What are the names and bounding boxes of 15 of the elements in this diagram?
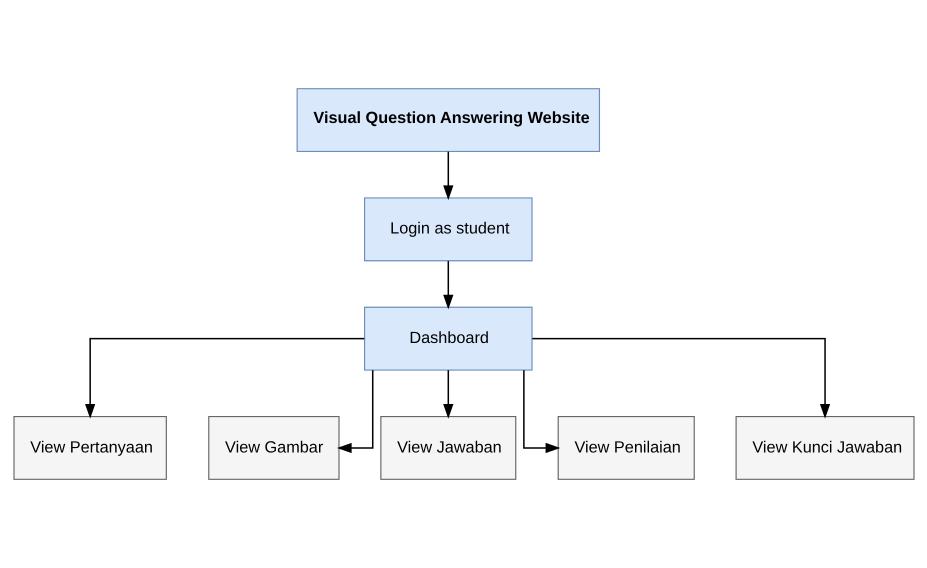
node-box: Login as student bbox=[364, 197, 532, 262]
arrow bbox=[522, 370, 560, 454]
node-box: View Gambar bbox=[208, 416, 340, 480]
arrow bbox=[532, 338, 830, 419]
node-box: Visual Question Answering Website bbox=[296, 88, 600, 152]
node-box: View Pertanyaan bbox=[12, 416, 166, 480]
arrow bbox=[336, 370, 373, 454]
arrow bbox=[84, 338, 364, 419]
arrow bbox=[442, 260, 453, 310]
arrow bbox=[442, 370, 453, 419]
node-box: Dashboard bbox=[364, 306, 532, 371]
node-box: View Jawaban bbox=[380, 416, 516, 480]
node-box: View Penilaian bbox=[557, 416, 694, 480]
node-box: View Kunci Jawaban bbox=[735, 416, 914, 480]
arrow bbox=[442, 152, 453, 200]
